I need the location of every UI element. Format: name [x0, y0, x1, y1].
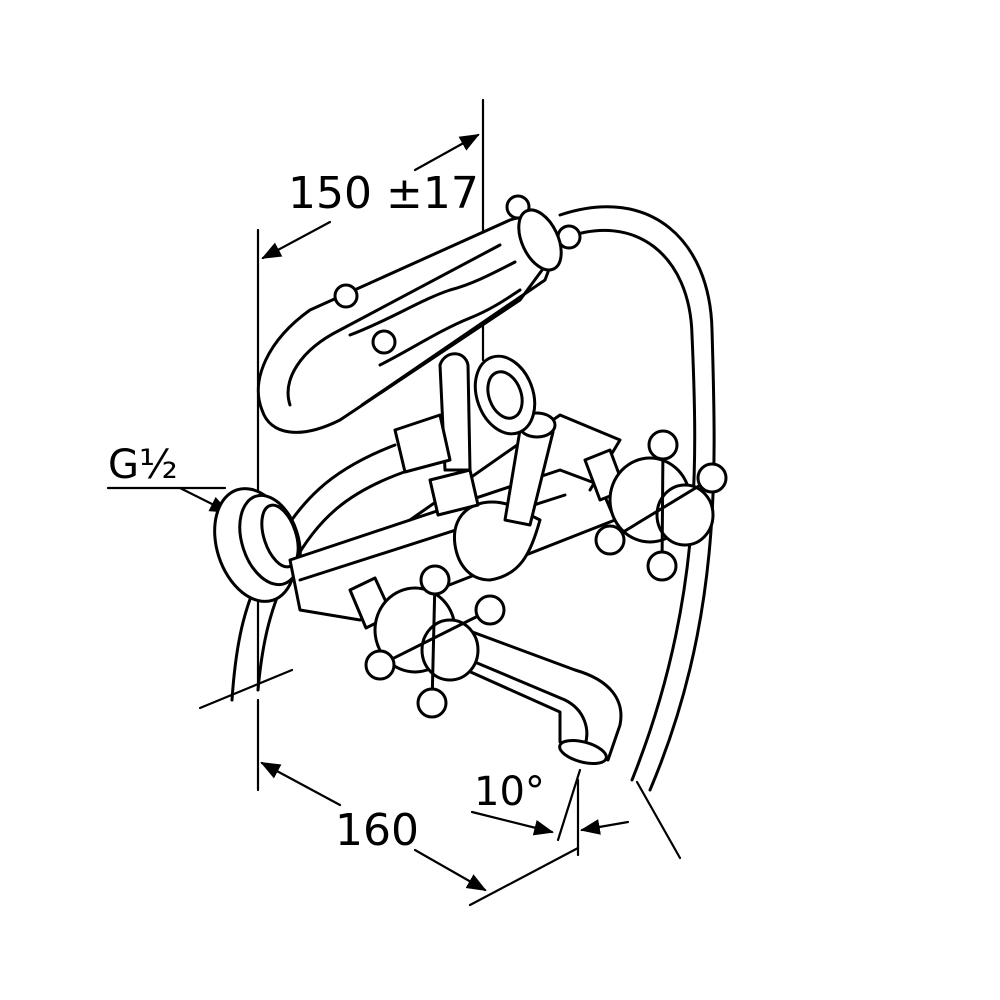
thread-size-label: G½ — [108, 442, 178, 488]
hot-cross-handle — [583, 429, 728, 582]
bath-spout — [438, 618, 623, 765]
spout-angle-label: 10° — [474, 769, 545, 815]
wall-connector — [213, 487, 302, 603]
hand-shower-width-label: 150 ±17 — [288, 168, 479, 219]
cold-cross-handle — [348, 564, 506, 719]
spout-projection-label: 160 — [335, 805, 419, 856]
shower-holder — [393, 352, 537, 517]
hand-shower — [256, 194, 582, 434]
